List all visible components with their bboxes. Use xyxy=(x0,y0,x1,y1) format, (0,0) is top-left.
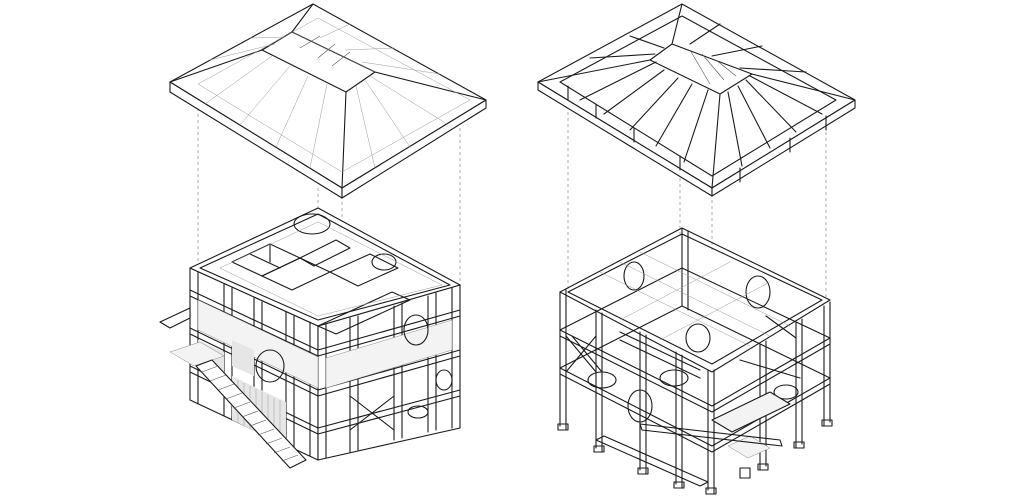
left-roof xyxy=(169,3,487,199)
left-stair xyxy=(159,307,307,469)
left-axonometric xyxy=(159,3,487,469)
right-axonometric xyxy=(537,3,856,495)
right-roof-frame xyxy=(537,3,856,197)
left-interior-rooms xyxy=(231,213,411,335)
right-frame-body xyxy=(557,227,833,495)
left-building-body xyxy=(189,207,461,461)
